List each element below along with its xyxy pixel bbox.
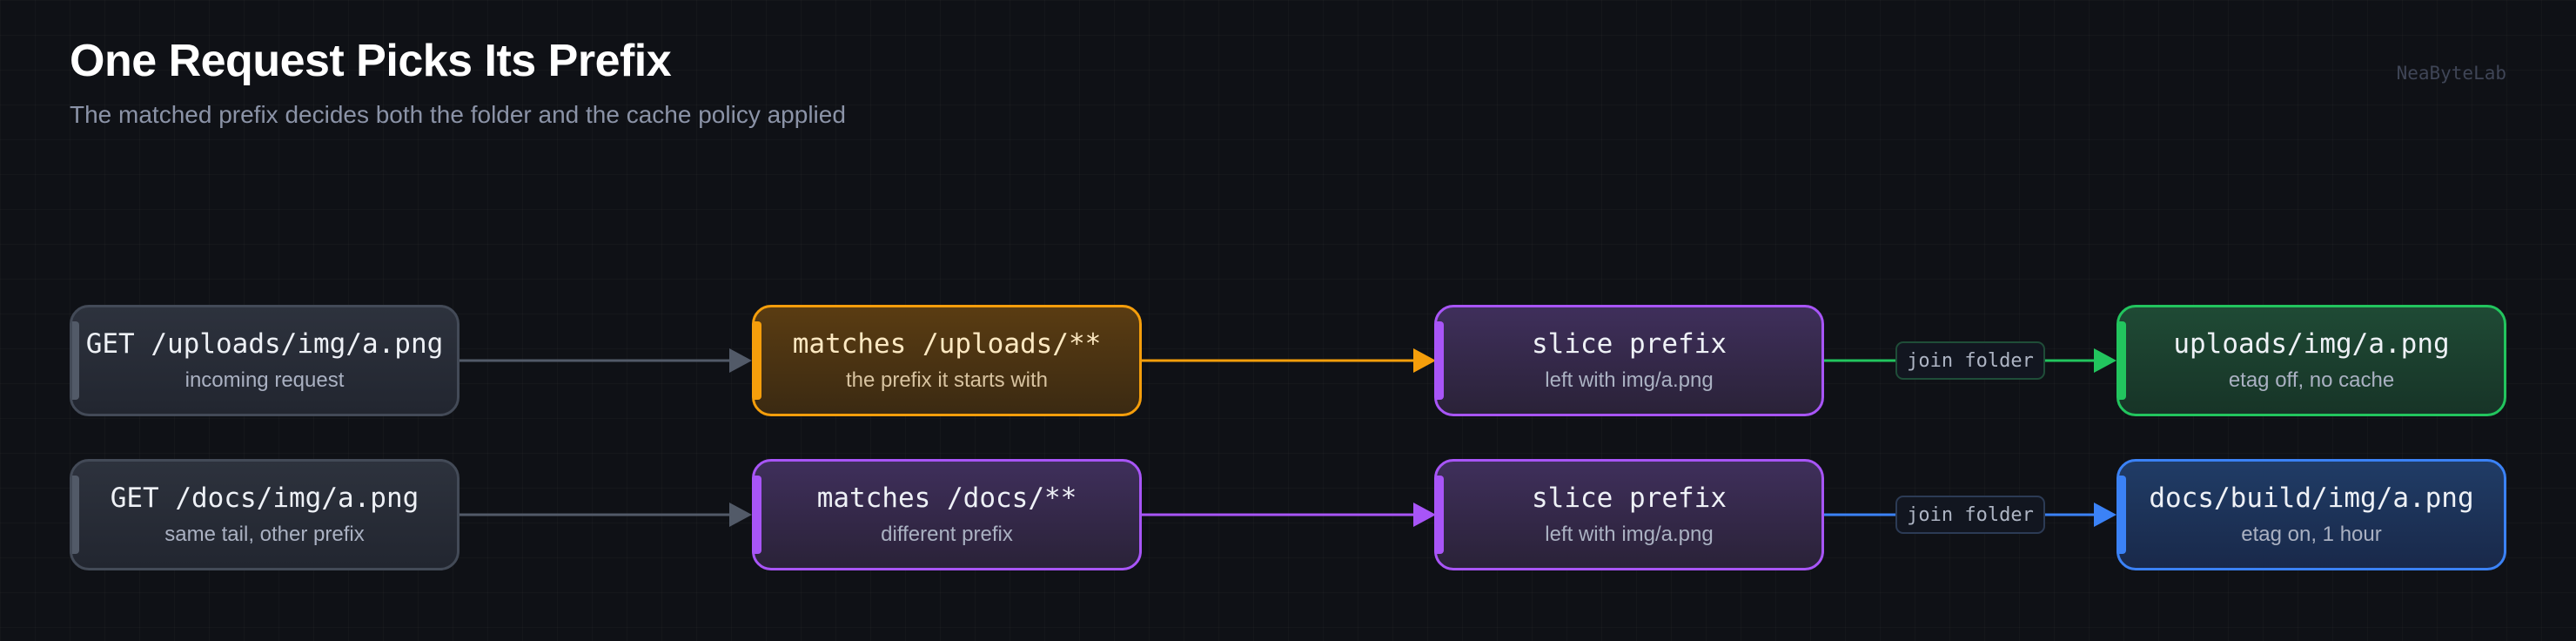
slice-node-row1: slice prefix left with img/a.png bbox=[1434, 305, 1824, 416]
arrowhead-row2-result bbox=[2094, 503, 2116, 527]
arrowhead-row2-slice bbox=[1413, 503, 1436, 527]
brand-watermark: NeaByteLab bbox=[2396, 63, 2506, 84]
slice-caption: left with img/a.png bbox=[1545, 523, 1714, 546]
request-node-row2: GET /docs/img/a.png same tail, other pre… bbox=[70, 459, 460, 570]
request-label: GET /uploads/img/a.png bbox=[85, 328, 444, 360]
result-caption: etag off, no cache bbox=[2228, 368, 2395, 392]
match-label: matches /docs/** bbox=[816, 482, 1077, 514]
request-node-row1: GET /uploads/img/a.png incoming request bbox=[70, 305, 460, 416]
match-caption: different prefix bbox=[881, 523, 1013, 546]
slice-caption: left with img/a.png bbox=[1545, 368, 1714, 392]
result-node-row2: docs/build/img/a.png etag on, 1 hour bbox=[2116, 459, 2506, 570]
arrowhead-row1-slice bbox=[1413, 348, 1436, 373]
request-label: GET /docs/img/a.png bbox=[110, 482, 419, 514]
result-node-row1: uploads/img/a.png etag off, no cache bbox=[2116, 305, 2506, 416]
result-caption: etag on, 1 hour bbox=[2241, 523, 2382, 546]
match-node-row1: matches /uploads/** the prefix it starts… bbox=[752, 305, 1142, 416]
arrowhead-row2-match bbox=[729, 503, 752, 527]
page-title: One Request Picks Its Prefix bbox=[70, 36, 672, 86]
match-node-row2: matches /docs/** different prefix bbox=[752, 459, 1142, 570]
slice-node-row2: slice prefix left with img/a.png bbox=[1434, 459, 1824, 570]
match-caption: the prefix it starts with bbox=[845, 368, 1049, 392]
match-label: matches /uploads/** bbox=[792, 328, 1102, 360]
request-caption: same tail, other prefix bbox=[164, 523, 365, 546]
request-caption: incoming request bbox=[184, 368, 345, 392]
edge-label-join-folder-row1: join folder bbox=[1895, 341, 2045, 380]
edge-label-join-folder-row2: join folder bbox=[1895, 496, 2045, 534]
arrowhead-row1-match bbox=[729, 348, 752, 373]
slice-label: slice prefix bbox=[1532, 328, 1727, 360]
result-label: uploads/img/a.png bbox=[2173, 328, 2450, 360]
page-subtitle: The matched prefix decides both the fold… bbox=[70, 101, 846, 128]
slice-label: slice prefix bbox=[1532, 482, 1727, 514]
arrowhead-row1-result bbox=[2094, 348, 2116, 373]
result-label: docs/build/img/a.png bbox=[2149, 482, 2474, 514]
